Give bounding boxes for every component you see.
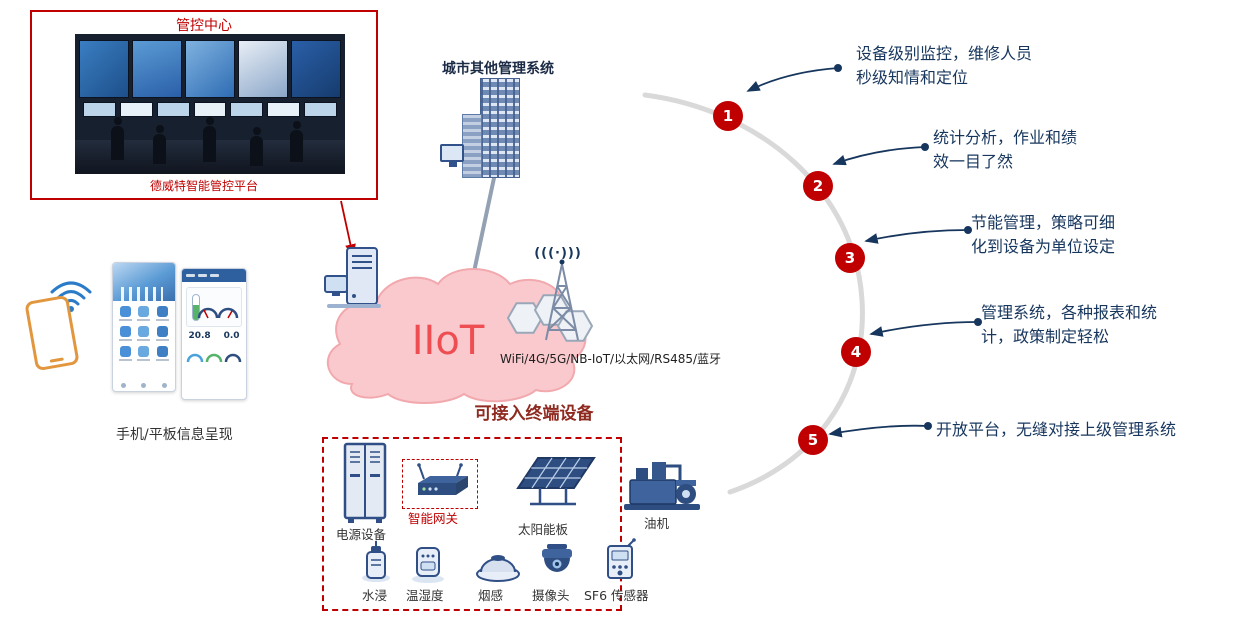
benefit-3-number: 3 [835,243,865,273]
thermometer-widget [192,294,200,321]
benefit-5-number: 5 [798,425,828,455]
benefit-1-number: 1 [713,101,743,131]
gauge-widgets [197,307,239,319]
benefit-2-text: 统计分析，作业和绩 效一目了然 [933,128,1078,171]
benefit-4-text: 管理系统，各种报表和统 计，政策制定轻松 [981,303,1158,346]
device-label-temphumidity: 温湿度 [406,588,444,603]
control-center-box: 管控中心 德威特智能管控平台 [30,10,378,200]
benefit-connector-dots [834,64,982,430]
device-label-gateway: 智能网关 [408,511,459,526]
device-label-sf6: SF6 传感器 [584,588,649,603]
mobile-app-screen-2: 20.8 0.0 [181,268,247,400]
benefit-3-text: 节能管理，策略可细 化到设备为单位设定 [971,213,1116,256]
device-label-camera: 摄像头 [532,588,570,603]
gateway-dashed-box [402,459,478,509]
cell-tower-icon [505,252,605,356]
server-icon [323,246,385,316]
app-bottom-nav [113,383,175,388]
protocols-label: WiFi/4G/5G/NB-IoT/以太网/RS485/蓝牙 [500,352,722,366]
terminal-dashed-box [322,437,622,611]
device-label-power: 电源设备 [336,527,387,542]
device-label-water: 水浸 [362,588,388,603]
control-center-title: 管控中心 [176,18,232,34]
mobile-app-screen-1 [112,262,176,392]
benefit-connectors [746,67,979,438]
benefit-arc [642,92,865,495]
benefit-5-text: 开放平台，无缝对接上级管理系统 [936,420,1177,439]
app-hero-image [113,263,175,301]
device-sf6-icon [600,538,640,588]
app-sensor-card [186,287,242,327]
device-generator-icon [620,450,704,520]
app-top-bar [182,269,246,282]
reading-left: 20.8 [188,331,211,341]
device-water-icon [358,540,394,588]
terminal-heading: 可接入终端设备 [474,404,594,424]
benefit-1-text: 设备级别监控，维修人员 秒级知情和定位 [856,44,1033,87]
device-label-smoke: 烟感 [478,588,504,603]
mini-gauges [186,353,242,363]
benefit-4-number: 4 [841,337,871,367]
mobile-caption: 手机/平板信息呈现 [116,427,233,443]
iiot-label: IIoT [411,318,485,364]
benefit-2-number: 2 [803,171,833,201]
device-camera-icon [534,542,580,588]
control-to-server-line [340,200,356,258]
city-building-icon [440,78,550,180]
city-system-label: 城市其他管理系统 [442,61,554,77]
reading-right: 0.0 [223,331,240,341]
control-center-caption: 德威特智能管控平台 [149,179,258,193]
device-cabinet-icon [338,442,392,530]
device-temphumidity-icon [407,544,449,588]
app-icon-grid [113,301,175,363]
device-label-solar: 太阳能板 [518,522,569,537]
device-smoke-icon [474,546,522,588]
control-room-photo [75,34,345,174]
device-label-generator: 油机 [644,516,670,531]
device-solar-icon [510,446,598,520]
radio-waves-label: (((·))) [534,246,582,261]
device-gateway-icon [407,462,473,508]
